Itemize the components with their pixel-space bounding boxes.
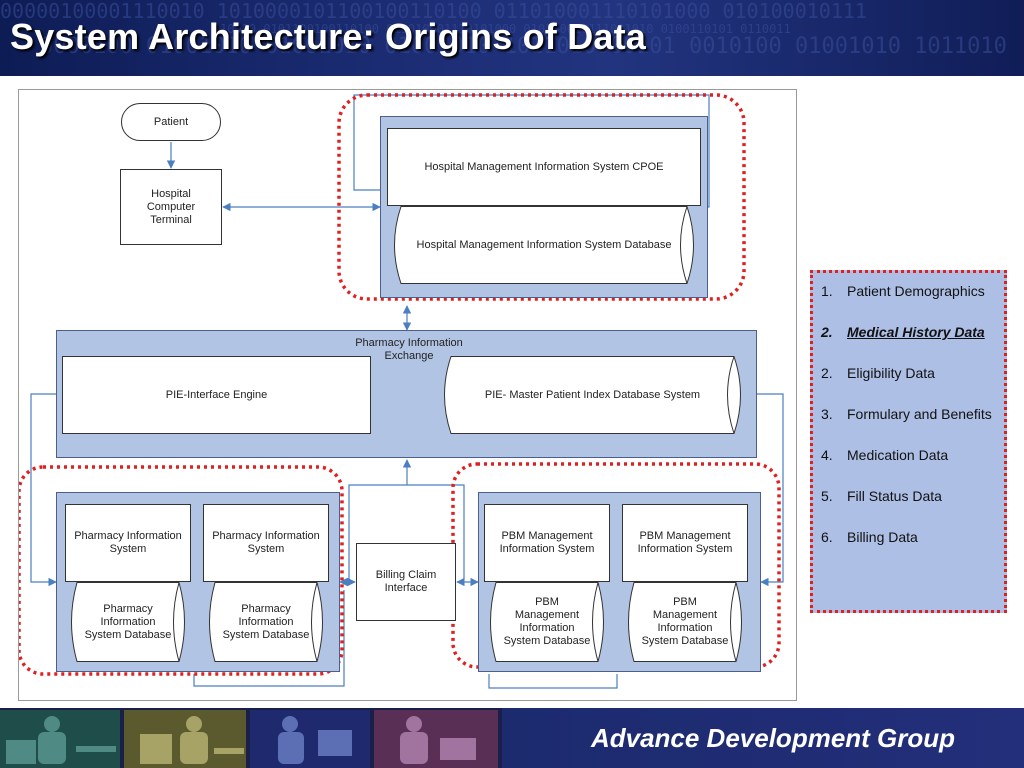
list-item: 5.Fill Status Data	[821, 488, 942, 504]
cylinder-shape	[444, 356, 741, 434]
pie-master-patient-index: PIE- Master Patient Index Database Syste…	[437, 356, 748, 434]
footer-photo-2	[124, 710, 246, 768]
list-item: 1.Patient Demographics	[821, 283, 985, 299]
list-item: 2.Eligibility Data	[821, 365, 935, 381]
footer-photo-4	[374, 710, 498, 768]
cylinder-shape	[71, 582, 185, 662]
architecture-diagram: Patient Hospital Computer Terminal Hospi…	[18, 89, 797, 701]
brand-name: Advance Development Group	[590, 722, 956, 753]
cylinder-shape	[209, 582, 323, 662]
cylinder-shape	[628, 582, 742, 662]
list-item: 6.Billing Data	[821, 529, 918, 545]
pharmacy-information-system-1: Pharmacy Information System	[65, 504, 191, 582]
footer-photo-1	[0, 710, 120, 768]
pbm-information-system-1: PBM Management Information System	[484, 504, 610, 582]
pie-interface-engine: PIE-Interface Engine	[62, 356, 371, 434]
binary-background: 00000100001110010 1010000101100100110100…	[0, 0, 1007, 59]
billing-claim-interface: Billing Claim Interface	[356, 543, 456, 621]
data-origins-list: 1.Patient Demographics 2.Medical History…	[810, 270, 1007, 613]
pharmacy-database-1: Pharmacy Information System Database	[65, 582, 191, 662]
hmis-cpoe: Hospital Management Information System C…	[387, 128, 701, 206]
cylinder-shape	[490, 582, 604, 662]
cylinder-shape	[394, 206, 694, 284]
hmis-database: Hospital Management Information System D…	[387, 206, 701, 284]
pharmacy-database-2: Pharmacy Information System Database	[203, 582, 329, 662]
list-item-highlighted: 2.Medical History Data	[821, 324, 985, 340]
slide-header: 00000100001110010 1010000101100100110100…	[0, 0, 1024, 76]
slide-title: System Architecture: Origins of Data	[10, 16, 647, 57]
footer-photo-3	[250, 710, 370, 768]
pharmacy-information-system-2: Pharmacy Information System	[203, 504, 329, 582]
list-item: 3.Formulary and Benefits	[821, 406, 992, 422]
brand-banner: Advance Development Group	[502, 708, 1024, 768]
pbm-information-system-2: PBM Management Information System	[622, 504, 748, 582]
hospital-computer-terminal: Hospital Computer Terminal	[120, 169, 222, 245]
list-item: 4.Medication Data	[821, 447, 949, 463]
patient-node: Patient	[121, 103, 221, 141]
pbm-database-1: PBM Management Information System Databa…	[484, 582, 610, 662]
connector-layer	[19, 93, 784, 689]
pie-title: Pharmacy Information Exchange	[355, 337, 463, 362]
pbm-database-2: PBM Management Information System Databa…	[622, 582, 748, 662]
